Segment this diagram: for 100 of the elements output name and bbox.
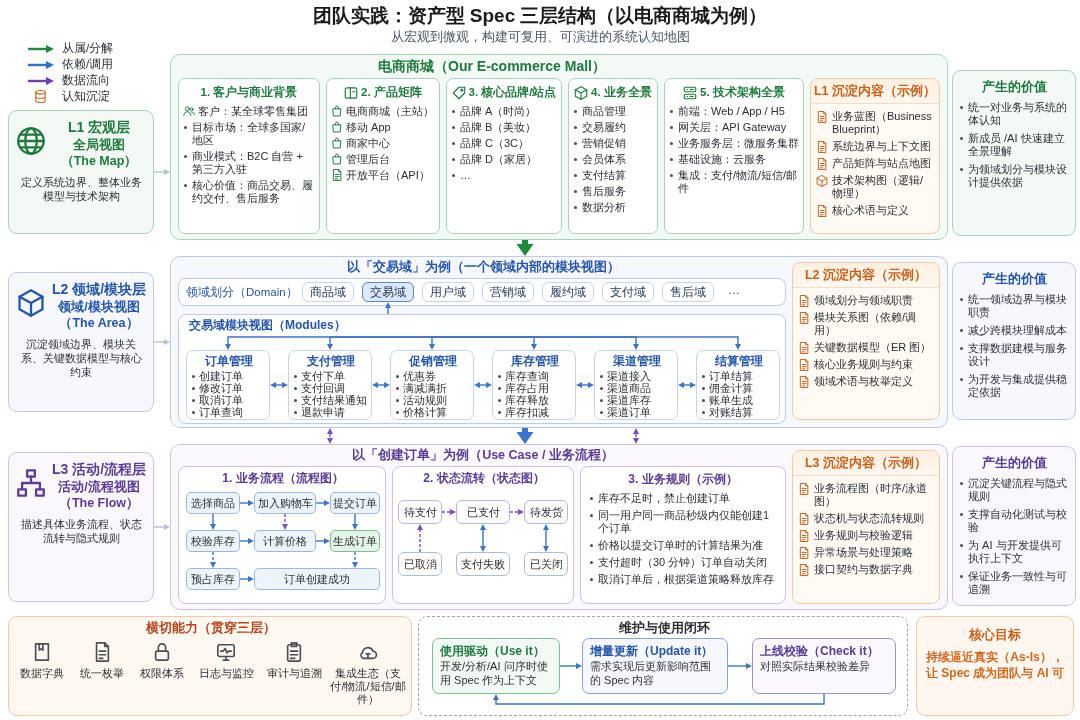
view-subtitle: （The Map） [60,153,138,169]
list-item: 核心价值：商品交易、履约交付、售后服务 [183,179,315,205]
layer-title: L2 领域/模块层 [51,280,147,299]
panel-title: 以「创建订单」为例（Use Case / 业务流程） [352,448,614,464]
list-item: 账单生成 [701,394,753,406]
layer-panel [170,444,948,610]
list-item: 网关层：API Gateway [669,121,787,134]
sediment-card [792,450,940,604]
list-item: 同一用户同一商品秒级内仅能创建1个订单 [589,509,777,535]
domain-pill: 交易域 [362,282,414,302]
list-item: 满减满折 [395,382,447,394]
module-card [390,350,474,420]
process-box: 预占库存 [186,568,240,590]
panel-title: 2. 状态流转（状态图） [423,471,545,486]
card-heading: 3. 业务规则（示例） [628,472,738,487]
list-item: 客户：某全球零售集团 [198,105,308,118]
loop-panel [418,616,908,716]
block-arrow [519,428,531,444]
dashed-arrow [210,551,216,568]
process-box: 订单创建成功 [254,568,380,590]
list-item: 创建订单 [191,370,243,382]
layer-panel [170,256,948,428]
info-card [568,78,658,234]
state-box: 已关闭 [524,552,568,576]
state-box: 待发货 [524,500,568,524]
step-card [752,638,896,694]
bar-label: 领域划分（Domain） [186,285,298,299]
panel-title: 以「交易域」为例（一个领域内部的模块视图） [346,260,620,276]
list-item: 统一对业务与系统的体认知 [959,101,1069,127]
list-item: 接口契约与数据字典 [814,563,913,576]
list-item: 取消订单 [191,394,243,406]
list-item: 渠道接入 [599,370,651,382]
domain-pill: 支付域 [602,282,654,302]
list-item: 电商商城（主站） [346,105,434,118]
legend-label: 从属/分解 [62,41,114,56]
subtitle: 从宏观到微观，构建可复用、可演进的系统认知地图 [390,30,690,46]
module-card [696,350,780,420]
state-box: 待支付 [398,500,442,524]
card-heading: 结算管理 [715,354,763,369]
process-box: 加入购物车 [254,492,316,514]
domain-pill: 售后域 [662,282,714,302]
list-item: 支付超时（30 分钟）订单自动关闭 [589,556,768,569]
list-item: 渠道订单 [599,406,651,418]
sediment-card [792,262,940,420]
panel-title: 1. 业务流程（流程图） [222,471,344,486]
list-item: 集成：支付/物流/短信/邮件 [669,169,799,195]
list-item: 为领域划分与模块设计提供依据 [959,163,1069,189]
list-item: 会员体系 [573,153,626,166]
step-card [432,638,560,694]
list-item: 为 AI 与开发提供可执行上下文 [959,539,1069,565]
list-item: 订单结算 [701,370,753,382]
step-title: 增量更新（Update it） [590,643,714,659]
list-item: 价格计算 [395,406,447,418]
module-card [492,350,576,420]
module-card [594,350,678,420]
card-header: L1 沉淀内容（示例） [811,79,939,104]
card-heading: 4. 业务全景 [591,85,652,100]
double-arrow [543,524,549,552]
arrow [429,336,484,350]
arrow [153,339,170,345]
panel-title: 交易域模块视图（Modules） [189,318,346,333]
list-item: 新成员 /AI 快速建立全景理解 [959,132,1069,158]
arrow [239,576,254,582]
list-item: 库存不足时，禁止创建订单 [589,492,730,505]
list-item: 支撑数据建模与服务设计 [959,342,1069,368]
card-heading: 3. 核心品牌/站点 [468,85,557,100]
list-item: 为开发与集成提供稳定依据 [959,373,1069,399]
list-item: 修改订单 [191,382,243,394]
list-item: 商品管理 [573,105,626,118]
process-box: 校验库存 [186,530,240,552]
dashed-arrow [441,509,456,515]
list-item: 领域划分与领域职责 [814,294,913,307]
view-title: 领域/模块视图 [58,299,140,315]
list-item: 库存占用 [497,382,549,394]
list-item: 关键数据模型（ER 图） [814,341,932,354]
list-item: 商家中心 [346,137,390,150]
card-header: L3 沉淀内容（示例） [793,451,939,476]
list-item: 基础设施：云服务 [669,153,766,166]
list-item: 业务蓝图（Business Blueprint） [832,110,933,136]
list-item: 佣金计算 [701,382,753,394]
view-title: 全局视图 [73,137,125,153]
info-card [446,78,562,234]
arrow [315,538,330,544]
list-item: 数据分析 [573,201,626,214]
capability-label: 审计与追溯 [266,667,322,680]
double-arrow [678,382,696,388]
view-subtitle: （The Flow） [58,495,140,511]
arrow [210,513,216,530]
double-arrow [576,382,594,388]
state-box: 支付失败 [456,552,510,576]
list-item: 商业模式：B2C 自营 + 第三方入驻 [183,150,315,176]
view-subtitle: （The Area） [59,315,139,331]
card-heading: 产生的价值 [981,454,1047,471]
card-heading: 5. 技术架构全景 [700,85,785,100]
list-item: … [451,169,471,182]
arrow [352,513,358,530]
panel-title: 维护与使用闭环 [618,621,710,637]
info-card [326,78,440,234]
list-item: 状态机与状态流转规则 [814,512,924,525]
step-description: 对照实际结果校验差异 [760,659,870,673]
